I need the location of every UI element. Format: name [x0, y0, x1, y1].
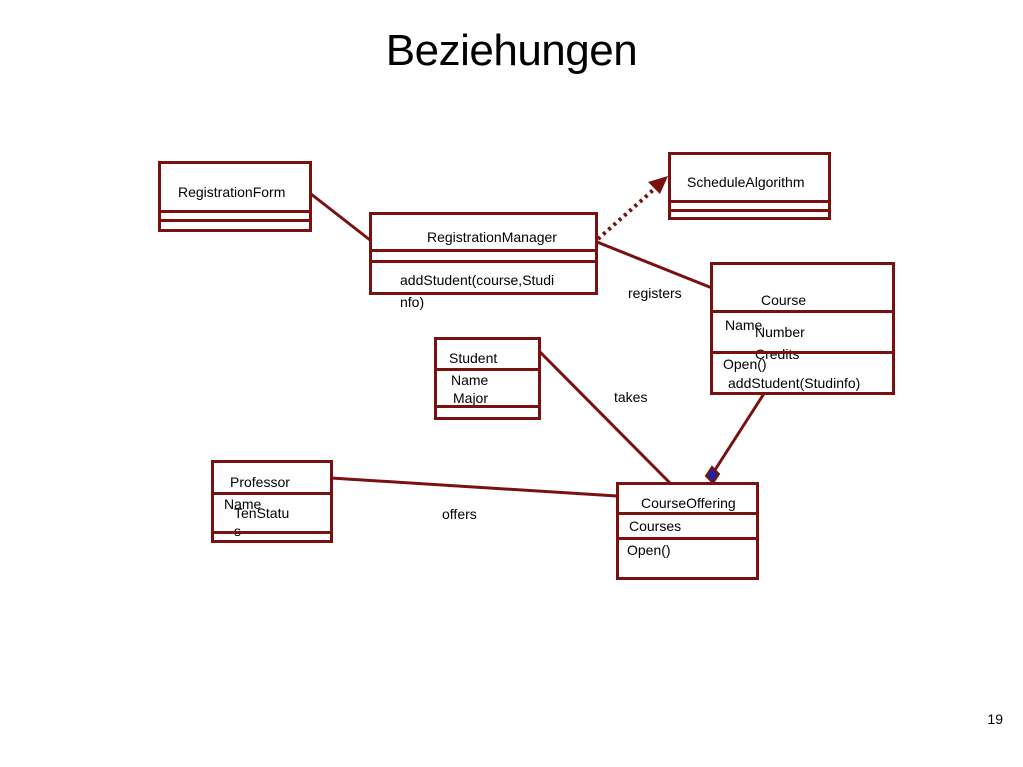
- line-course-offering: [711, 391, 767, 474]
- class-course[interactable]: Course Name Number Credits Open() addStu…: [710, 262, 895, 395]
- class-name: Professor: [230, 474, 290, 490]
- line-manager-course: [596, 240, 713, 290]
- line-student-offering: [538, 350, 672, 485]
- class-name: Student: [449, 350, 498, 366]
- label-registers: registers: [628, 285, 682, 301]
- operation-add-student: addStudent(Studinfo): [728, 375, 861, 391]
- attribute-ten-status-1: TenStatu: [234, 505, 290, 521]
- divider: [713, 310, 892, 313]
- class-course-offering[interactable]: CourseOffering Courses Open(): [616, 482, 759, 580]
- divider: [214, 492, 330, 495]
- divider: [671, 200, 828, 203]
- attribute-credits: Credits: [755, 346, 800, 362]
- divider: [161, 219, 309, 222]
- class-name: ScheduleAlgorithm: [687, 174, 805, 190]
- divider: [437, 368, 538, 371]
- operation-open: Open(): [627, 542, 671, 558]
- label-takes: takes: [614, 389, 648, 405]
- attribute-major: Major: [453, 390, 489, 406]
- attribute-number: Number: [755, 324, 805, 340]
- class-name: RegistrationManager: [427, 229, 557, 245]
- class-name: CourseOffering: [641, 495, 736, 511]
- attribute-name: Name: [224, 496, 262, 512]
- operation-add-student-2: nfo): [400, 294, 425, 310]
- class-name: Course: [761, 292, 807, 308]
- page-number: 19: [987, 711, 1003, 727]
- attribute-name: Name: [725, 317, 763, 333]
- divider: [372, 260, 595, 263]
- class-registration-form[interactable]: RegistrationForm: [158, 161, 312, 232]
- line-form-manager: [310, 192, 371, 242]
- divider: [214, 531, 330, 534]
- operation-open: Open(): [723, 356, 767, 372]
- label-offers: offers: [442, 506, 477, 522]
- class-registration-manager[interactable]: RegistrationManager addStudent(course,St…: [369, 212, 598, 310]
- line-professor-offering: [330, 476, 618, 498]
- divider: [713, 351, 892, 354]
- dependency-manager-schedule: [596, 182, 662, 241]
- class-name: RegistrationForm: [178, 184, 286, 200]
- dependency-arrowhead: [648, 176, 668, 194]
- class-student[interactable]: Student Name Major: [434, 337, 541, 420]
- attribute-courses: Courses: [629, 518, 682, 534]
- attribute-name: Name: [451, 372, 489, 388]
- divider: [161, 210, 309, 213]
- divider: [619, 537, 756, 540]
- class-schedule-algorithm[interactable]: ScheduleAlgorithm: [668, 152, 831, 220]
- divider: [437, 405, 538, 408]
- operation-add-student-1: addStudent(course,Studi: [400, 272, 555, 288]
- divider: [619, 512, 756, 515]
- class-professor[interactable]: Professor Name TenStatu s: [211, 460, 333, 543]
- divider: [671, 209, 828, 212]
- slide-title: Beziehungen: [385, 26, 638, 75]
- divider: [372, 249, 595, 252]
